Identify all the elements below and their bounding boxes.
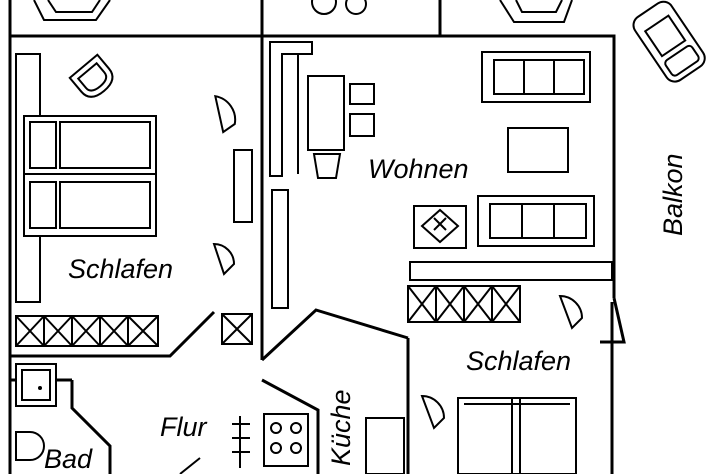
- room-labels: Schlafen Wohnen Balkon Schlafen Küche Fl…: [44, 153, 688, 474]
- coffee-table: [507, 127, 569, 173]
- door-swing-2: [212, 242, 236, 276]
- label-schlafen-right: Schlafen: [466, 346, 571, 376]
- chair-bottom: [312, 153, 342, 179]
- double-bed: [23, 115, 157, 237]
- stove: [263, 413, 309, 467]
- bed-right: [457, 397, 577, 474]
- label-flur: Flur: [160, 412, 208, 442]
- wall-bedroom-bottom: [10, 310, 216, 358]
- utility-furniture: [15, 363, 309, 474]
- coat-rack: [232, 416, 250, 468]
- balcony-furniture: [632, 0, 706, 83]
- armchair-living: [413, 205, 467, 249]
- kitchen-counter-l: [269, 41, 313, 177]
- label-kueche: Küche: [326, 389, 356, 466]
- toilet: [15, 431, 45, 461]
- wall-kitchen-left: [261, 378, 320, 474]
- tv-bench: [409, 261, 613, 281]
- wall-living-bottom: [260, 308, 409, 362]
- living-furniture: [269, 41, 613, 309]
- door-swing-3: [558, 294, 584, 330]
- dresser: [233, 149, 253, 223]
- table-top-left: [33, 0, 111, 21]
- door-swing-1: [214, 94, 237, 134]
- top-furniture: [33, 0, 573, 23]
- wall-bath-door: [70, 380, 112, 474]
- walls: [8, 0, 626, 474]
- chair-left-top: [68, 53, 114, 98]
- door-swing-4: [420, 394, 446, 430]
- sideboard: [271, 189, 289, 309]
- label-bad: Bad: [44, 444, 93, 474]
- dining-table: [307, 75, 345, 151]
- bedroom-left-furniture: [15, 53, 253, 347]
- desk: [365, 417, 405, 474]
- wall-balcony-bend: [600, 297, 626, 344]
- round-table-top: [311, 0, 337, 15]
- label-wohnen: Wohnen: [368, 154, 469, 184]
- dining-chairs: [349, 83, 375, 137]
- label-balkon: Balkon: [658, 153, 688, 236]
- label-schlafen-left: Schlafen: [68, 254, 173, 284]
- wall-top-right: [438, 0, 616, 298]
- bedroom-right-furniture: [365, 285, 584, 474]
- lounger-icon: [632, 0, 706, 83]
